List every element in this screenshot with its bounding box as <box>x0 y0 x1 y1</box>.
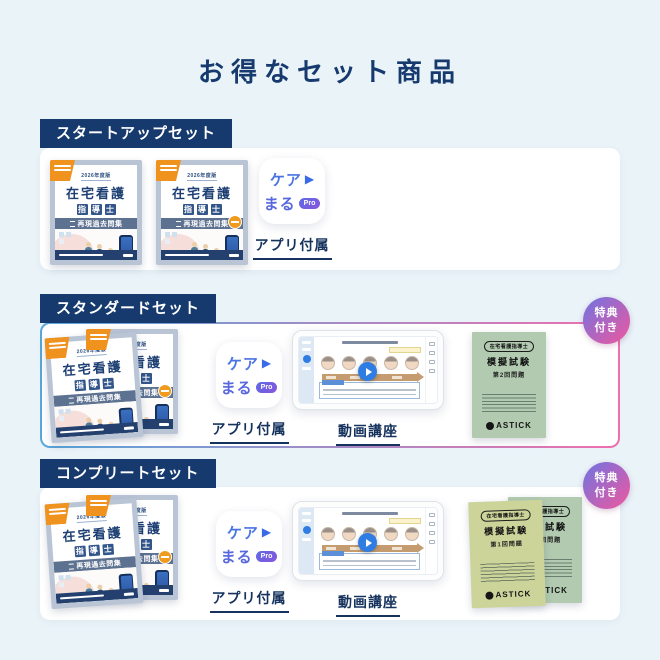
video-course-item: 動画講座 <box>292 330 444 446</box>
point-tab <box>322 380 344 385</box>
mock-exam-stack: 在宅看護指導士 模擬試験 第2回問題 ASTICK 在宅看護指導士 模擬試験 第… <box>468 497 584 609</box>
edition-dot-badge <box>158 384 172 398</box>
workbook-stack: 2026年度版 在宅看護 指導士 再現過去問集 2026年度版 在宅看護 指 <box>44 329 180 444</box>
corner-ribbon <box>50 160 75 181</box>
workbook-stack: 2026年度版 在宅看護 指導士 再現過去問集 2026年度版 在宅看護 指導士… <box>44 495 180 610</box>
book-title: 在宅看護 <box>171 186 232 201</box>
corner-ribbon <box>156 160 181 181</box>
book-band: 再現過去問集 <box>161 215 243 229</box>
art-icons <box>59 232 64 237</box>
exam-publisher: ASTICK <box>486 421 532 430</box>
video-sidebar-left <box>299 337 314 403</box>
set-panel-startup: 2026年度版 在宅看護 指導士 再現過去問集 2 <box>40 148 620 270</box>
exam-title: 模擬試験 <box>486 357 531 367</box>
book-cover-face: 2026年度版 在宅看護 指導士 再現過去問集 <box>55 165 137 260</box>
app-included-link[interactable]: アプリ付属 <box>252 235 332 260</box>
play-triangle-icon: ▶ <box>261 525 272 539</box>
set-label-standard: スタンダードセット <box>40 294 217 323</box>
play-triangle-icon: ▶ <box>304 172 315 186</box>
band-prefix-marks <box>175 220 181 227</box>
pro-badge: Pro <box>255 381 278 393</box>
book-cover-workbook: 2026年度版 在宅看護 指導士 再現過去問集 <box>50 160 142 265</box>
exam-volume: 第2回問題 <box>492 373 526 379</box>
video-course-item: 動画講座 <box>292 501 444 617</box>
play-triangle-icon: ▶ <box>261 356 272 370</box>
app-name-part2: まる <box>263 195 296 213</box>
corner-ribbon <box>86 329 111 350</box>
video-slide <box>314 337 425 403</box>
video-thumbnail <box>292 330 444 410</box>
book-band: 再現過去問集 <box>55 218 137 229</box>
slide-note-box <box>319 551 420 570</box>
book-title: 在宅看護 <box>65 186 126 201</box>
book-qualification: 指導士 <box>76 204 116 215</box>
art-icons <box>165 232 170 237</box>
page-title: お得なセット商品 <box>197 57 462 87</box>
bonus-badge: 特典付き <box>583 297 630 344</box>
point-tab <box>322 551 344 556</box>
exam-volume: 第1回問題 <box>490 541 523 549</box>
play-button-icon[interactable] <box>358 362 377 381</box>
exam-qualification-oval: 在宅看護指導士 <box>483 341 535 352</box>
publisher-logo <box>229 253 239 257</box>
slide-title-bar <box>341 341 398 344</box>
mock-exam-book-2: 在宅看護指導士 模擬試験 第2回問題 ASTICK <box>472 332 546 438</box>
astick-name: ASTICK <box>495 589 532 600</box>
video-slide <box>314 508 425 574</box>
book-edition: 2026年度版 <box>81 173 111 181</box>
slide-note-box <box>319 380 420 399</box>
book-qualification: 指導士 <box>182 204 222 215</box>
edition-dot-badge <box>228 215 242 229</box>
pro-badge: Pro <box>298 197 321 209</box>
astick-logo-icon <box>485 590 494 600</box>
publisher-logo <box>123 253 133 257</box>
book-cover-face: 2026年度版 在宅看護 指導士 再現過去問集 <box>161 165 243 260</box>
footer-text-bar <box>165 254 209 256</box>
book-edition: 2026年度版 <box>187 173 217 181</box>
book-footer <box>55 250 137 260</box>
exam-fine-print <box>480 562 535 584</box>
astick-logo-icon <box>486 421 495 430</box>
exam-fine-print <box>482 394 536 414</box>
book-cover-workbook-advanced: 2026年度版 在宅看護 指導士 再現過去問集 <box>156 160 248 265</box>
band-prefix-marks <box>69 220 75 227</box>
set-panel-standard: 2026年度版 在宅看護 指導士 再現過去問集 2026年度版 在宅看護 指 <box>42 324 618 446</box>
footer-text-bar <box>59 254 103 256</box>
bonus-badge: 特典付き <box>583 462 630 509</box>
video-course-link[interactable]: 動画講座 <box>336 421 400 446</box>
set-label-complete: コンプリートセット <box>40 459 216 488</box>
video-thumbnail <box>292 501 444 581</box>
video-course-link[interactable]: 動画講座 <box>336 592 400 617</box>
mock-exam-book-1: 在宅看護指導士 模擬試験 第1回問題 ASTICK <box>468 499 546 609</box>
slide-tag <box>389 518 421 524</box>
video-sidebar-left <box>299 508 314 574</box>
video-sidebar-right <box>425 337 437 403</box>
set-label-startup: スタートアップセット <box>40 119 233 148</box>
exam-qualification-oval: 在宅看護指導士 <box>480 509 532 522</box>
app-included-link[interactable]: アプリ付属 <box>209 419 289 444</box>
exam-publisher: ASTICK <box>485 589 531 600</box>
slide-title-bar <box>341 512 398 515</box>
video-sidebar-right <box>425 508 437 574</box>
app-name-part1: ケア <box>269 171 302 189</box>
book-footer <box>161 250 243 260</box>
edition-dot-badge <box>158 550 172 564</box>
slide-tag <box>389 347 421 353</box>
pro-badge: Pro <box>255 550 278 562</box>
play-button-icon[interactable] <box>358 533 377 552</box>
exam-title: 模擬試験 <box>484 525 529 537</box>
astick-name: ASTICK <box>496 421 532 430</box>
app-included-link[interactable]: アプリ付属 <box>209 588 289 613</box>
corner-ribbon <box>86 495 111 516</box>
